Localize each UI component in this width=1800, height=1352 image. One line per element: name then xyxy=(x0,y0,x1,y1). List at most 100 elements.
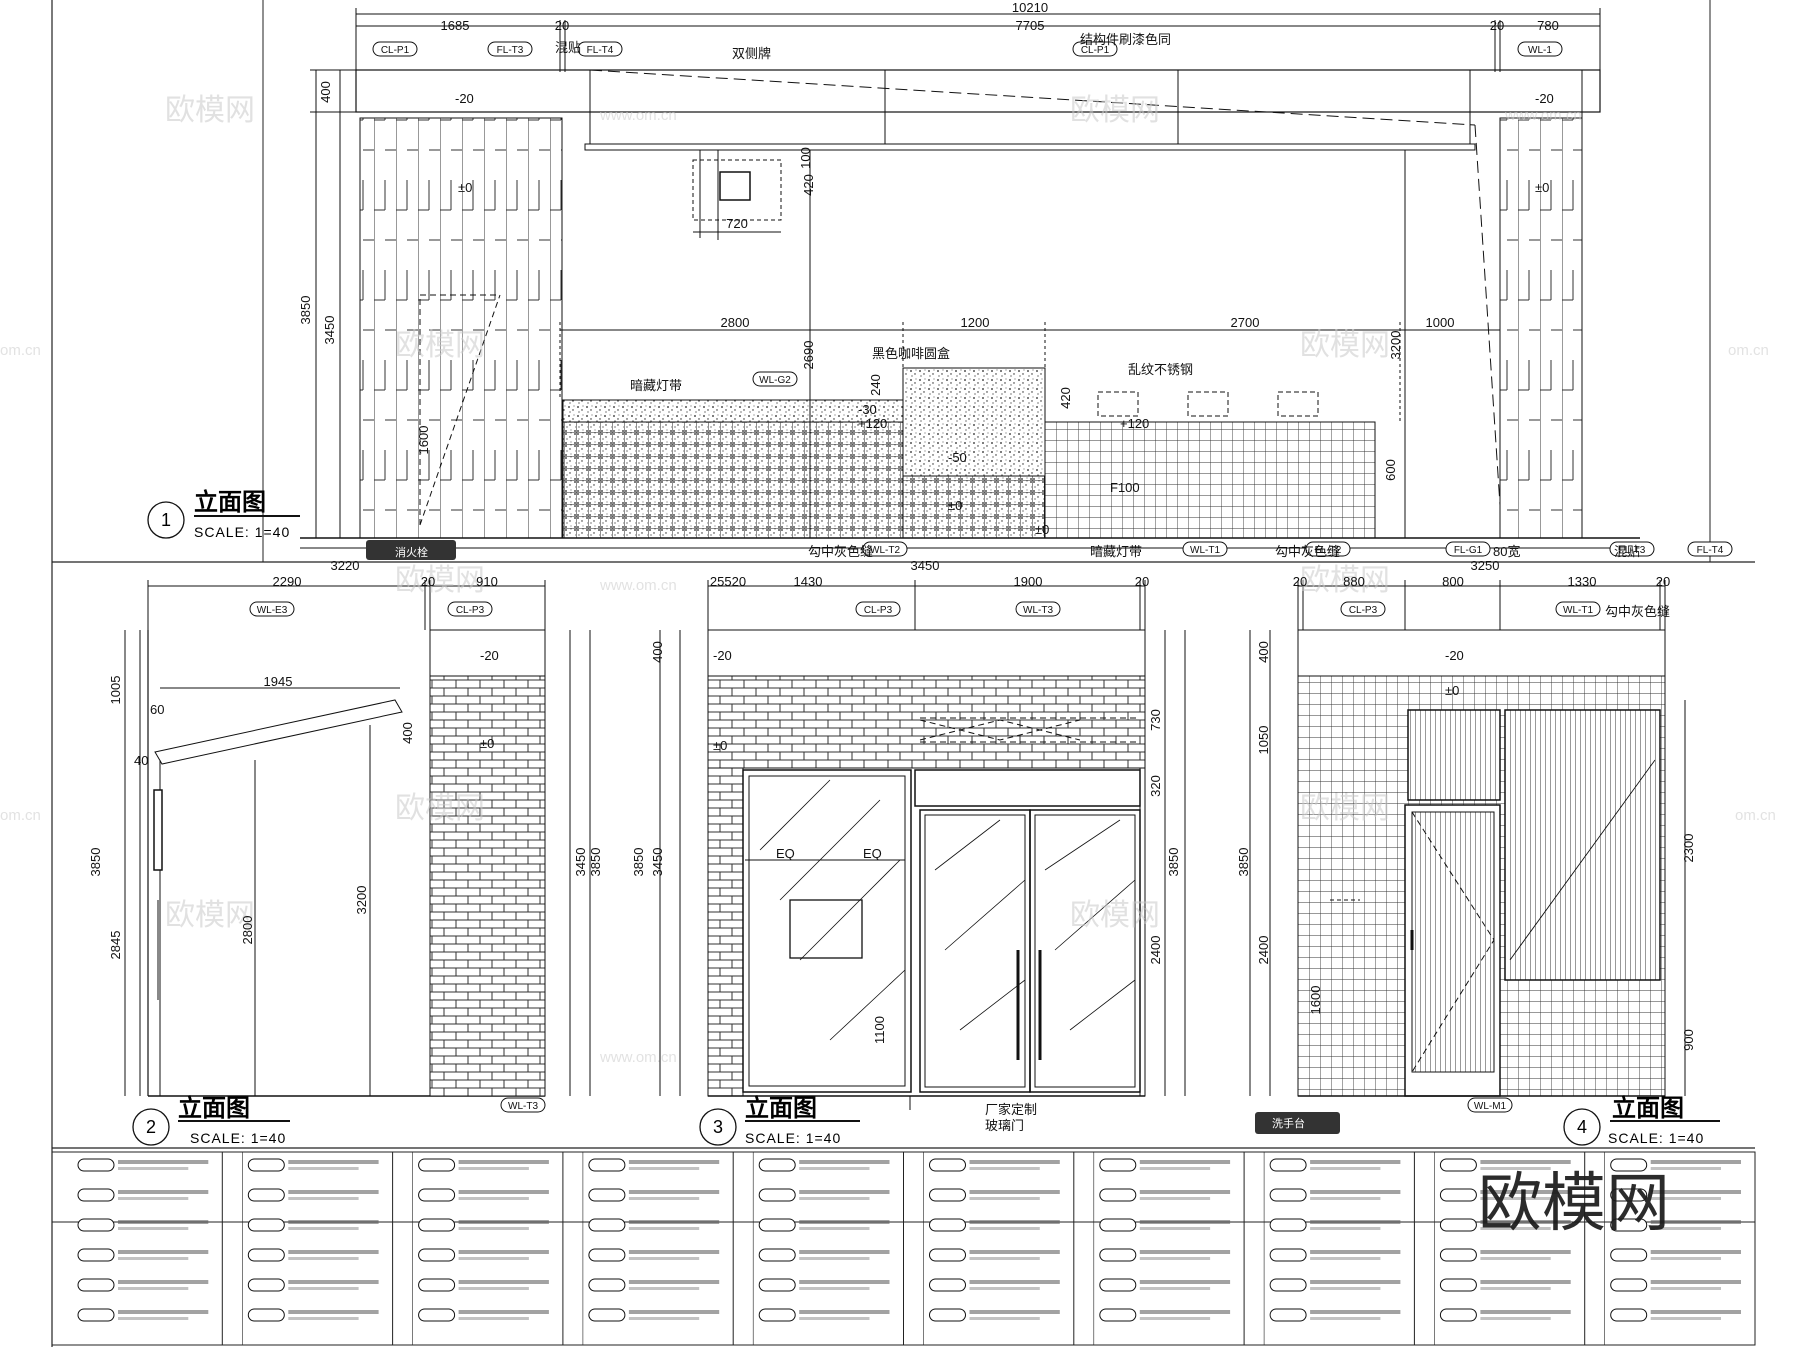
e3-dim-730: 730 xyxy=(1148,709,1163,731)
material-tag-label: WL-T3 xyxy=(508,1101,538,1112)
legend-entry xyxy=(929,1218,1060,1232)
e3-note-custom: 厂家定制 xyxy=(985,1102,1037,1117)
legend-entry xyxy=(1610,1278,1741,1292)
legend-entry xyxy=(1610,1308,1741,1322)
sign-width: 720 xyxy=(726,216,748,231)
e2-level-1: -20 xyxy=(480,648,499,663)
elevation-2-title: 立面图 xyxy=(178,1094,250,1122)
elevation-1 xyxy=(300,8,1640,549)
note-led-1: 暗藏灯带 xyxy=(630,378,682,393)
title-circle xyxy=(132,1108,170,1146)
dim-bottom-3: 3250 xyxy=(1471,558,1500,573)
elevation-3-title: 立面图 xyxy=(745,1094,817,1122)
legend-entry xyxy=(588,1248,720,1262)
material-tag-label: FL-G1 xyxy=(1454,545,1483,556)
sink-badge: 洗手台 xyxy=(1272,1116,1305,1130)
legend-entry xyxy=(418,1218,549,1232)
material-tag: WL-T3 xyxy=(1015,601,1061,617)
watermark-mark: om.cn xyxy=(1735,807,1776,824)
text-layer: 10210 1685 20 7705 20 780 400 3850 3450 … xyxy=(88,0,1704,1146)
badges xyxy=(366,540,1340,1134)
legend-entry xyxy=(1099,1158,1231,1172)
dim-3200: 3200 xyxy=(1388,331,1403,360)
e3-level-1: -20 xyxy=(713,648,732,663)
legend-entry xyxy=(1439,1218,1571,1232)
material-tag: WL-G2 xyxy=(752,371,798,387)
material-tag-label: CL-P1 xyxy=(381,45,410,56)
legend-entry xyxy=(758,1248,890,1262)
watermark-logo: 欧模网 xyxy=(1300,792,1390,825)
title-marker-2 xyxy=(132,1108,290,1146)
material-tag: CL-P3 xyxy=(855,601,901,617)
material-tag-label: CL-P1 xyxy=(1081,45,1110,56)
dim-top-4: 20 xyxy=(1490,18,1504,33)
material-tag-label: CL-P3 xyxy=(456,605,485,616)
watermark-big: 欧模网 xyxy=(1478,1167,1670,1239)
watermark-mark: om.cn xyxy=(0,342,41,359)
legend-entry xyxy=(1269,1308,1401,1322)
e3-eq-1: EQ xyxy=(776,846,795,861)
fire-hydrant-badge-bg xyxy=(366,540,456,560)
legend-entry xyxy=(77,1308,209,1322)
dim-mid-2: 1200 xyxy=(961,315,990,330)
e4-top-2: 880 xyxy=(1343,574,1365,589)
note-hunte: 混贴 xyxy=(555,40,581,55)
e2-dim-1005: 1005 xyxy=(108,676,123,705)
legend-entry xyxy=(1099,1218,1231,1232)
note-hunte-2: 混贴 xyxy=(1614,544,1640,559)
legend-entry xyxy=(1439,1248,1571,1262)
e3-dim-3850b: 3850 xyxy=(1166,848,1181,877)
watermark-mark: om.cn xyxy=(0,807,41,824)
fire-hydrant-badge: 消火栓 xyxy=(395,545,428,559)
material-tag: CL-P1 xyxy=(372,41,418,57)
e2-dim-3850b: 3850 xyxy=(588,848,603,877)
e3-dim-2400: 2400 xyxy=(1148,936,1163,965)
material-tag-label: WL-T1 xyxy=(1563,605,1593,616)
material-tag-label: WL-1 xyxy=(1528,45,1552,56)
dim-top-3: 7705 xyxy=(1016,18,1045,33)
e2-top-2: 20 xyxy=(421,574,435,589)
watermark-logo: 欧模网 xyxy=(165,899,255,932)
dim-top-2: 20 xyxy=(555,18,569,33)
legend-entry xyxy=(1610,1188,1741,1202)
legend-entry xyxy=(418,1188,549,1202)
e2-dim-3850: 3850 xyxy=(88,848,103,877)
legend-entry xyxy=(588,1278,720,1292)
e4-dim-400: 400 xyxy=(1256,641,1271,663)
level-3: -20 xyxy=(1535,91,1554,106)
e3-dim-320: 320 xyxy=(1148,775,1163,797)
e3-eq-2: EQ xyxy=(863,846,882,861)
watermark-logo: 欧模网 xyxy=(1070,899,1160,932)
material-tag-label: FL-T2 xyxy=(1315,545,1342,556)
legend-entry xyxy=(247,1158,379,1172)
e4-top-3: 800 xyxy=(1442,574,1464,589)
note-sign: 双侧牌 xyxy=(732,46,771,61)
level-6: +120 xyxy=(858,416,887,431)
e3-dim-400: 400 xyxy=(650,641,665,663)
dim-left-3450: 3450 xyxy=(322,316,337,345)
legend-entry xyxy=(929,1278,1060,1292)
legend-entry xyxy=(1099,1248,1231,1262)
e3-top-1: 25520 xyxy=(710,574,746,589)
legend-entry xyxy=(1610,1248,1741,1262)
sink-badge-bg xyxy=(1255,1112,1340,1134)
legend-entry xyxy=(1610,1158,1741,1172)
legend-entry xyxy=(1099,1308,1231,1322)
dim-100: 100 xyxy=(798,147,813,169)
legend-entry xyxy=(77,1278,209,1292)
e3-note-door: 玻璃门 xyxy=(985,1118,1024,1133)
e2-top-3: 910 xyxy=(476,574,498,589)
dim-mid-3: 2700 xyxy=(1231,315,1260,330)
legend-entry xyxy=(1269,1158,1401,1172)
legend-entry xyxy=(929,1308,1060,1322)
e3-dim-3850: 3850 xyxy=(631,848,646,877)
legend-entry xyxy=(1439,1308,1571,1322)
elevation-3 xyxy=(659,580,1186,1110)
elevation-4-scale: SCALE: 1=40 xyxy=(1608,1130,1704,1146)
e4-dim-2300: 2300 xyxy=(1681,834,1696,863)
material-tag-label: CL-P3 xyxy=(1349,605,1378,616)
legend-entry xyxy=(758,1308,890,1322)
